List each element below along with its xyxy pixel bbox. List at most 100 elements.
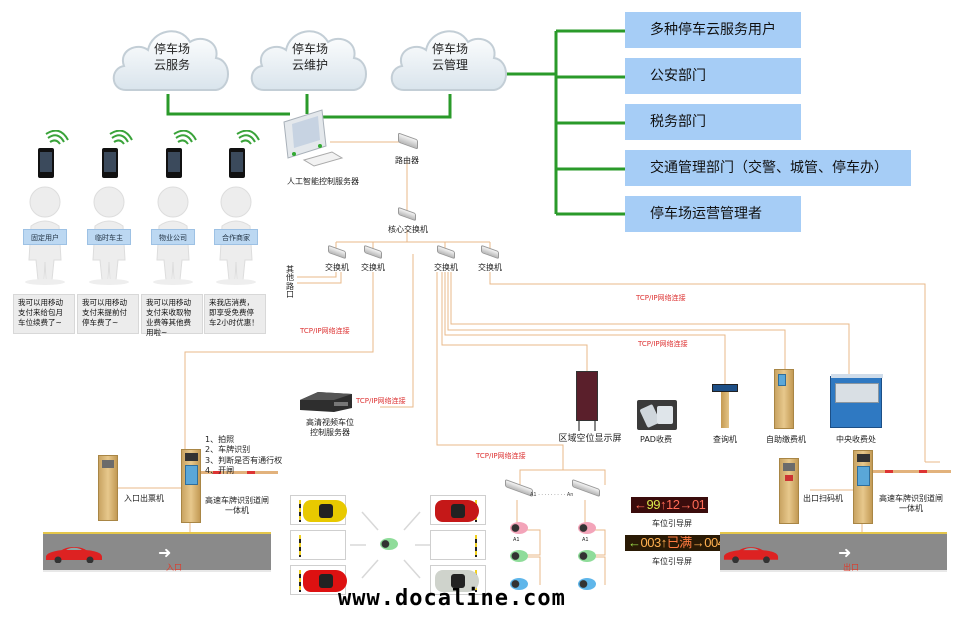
exit-scanner-machine xyxy=(779,458,799,524)
arrow-right-icon: → xyxy=(679,497,692,512)
guide-right-count: 01 xyxy=(691,497,706,512)
wifi-phone-person-icon xyxy=(25,129,69,285)
stakeholder-traffic: 交通管理部门（交警、城管、停车办） xyxy=(625,150,911,186)
self-pay-label: 自助缴费机 xyxy=(766,435,806,444)
tcp-label: TCP/IP网络连接 xyxy=(638,340,688,348)
camera-detection-lines xyxy=(350,511,430,579)
slot-sensor-pole xyxy=(299,570,301,592)
self-pay-machine xyxy=(774,369,794,429)
camera-icon xyxy=(510,550,528,562)
gate-step: 3、判断是否有通行权 xyxy=(205,455,283,465)
guide-screen-1: ←99↑12→01 xyxy=(631,497,709,513)
stakeholder-tax: 税务部门 xyxy=(625,104,801,140)
guide-screen-label: 车位引导屏 xyxy=(652,519,692,528)
arrow-right-icon: ➜ xyxy=(838,543,852,562)
tcp-label: TCP/IP网络连接 xyxy=(300,327,350,335)
other-ports-char: 口 xyxy=(286,290,294,300)
camera-label-a1: A1 xyxy=(530,492,537,498)
tcp-label: TCP/IP网络连接 xyxy=(636,294,686,302)
entry-barrier-arm xyxy=(201,471,278,474)
stakeholder-police: 公安部门 xyxy=(625,58,801,94)
wifi-phone-person-icon xyxy=(153,129,197,285)
ai-server-label: 人工智能控制服务器 xyxy=(287,177,359,186)
inquiry-kiosk xyxy=(712,384,738,430)
inquiry-label: 查询机 xyxy=(713,435,737,444)
entry-road-label: 入口 xyxy=(166,563,182,572)
gate-step: 4、开闸 xyxy=(205,466,235,476)
stakeholder-operator: 停车场运营管理者 xyxy=(625,196,801,232)
slot-sensor-pole xyxy=(299,500,301,522)
central-toll-booth xyxy=(830,374,883,428)
arrow-up-icon: ↑ xyxy=(659,497,667,512)
user-speech-bubble: 我可以用移动支付来给包月车位续费了~ xyxy=(13,294,75,334)
lpr-label-line: 高速车牌识别道闸 xyxy=(879,494,943,503)
cloud-icon xyxy=(390,30,507,91)
ai-control-server xyxy=(278,108,348,168)
user-figure: 临时车主 xyxy=(78,129,140,290)
user-figure: 固定用户 xyxy=(14,129,76,290)
guide-right-count: 004 xyxy=(704,535,725,550)
parking-slot-empty xyxy=(430,530,486,560)
user-speech-bubble: 我可以用移动支付来收取物业费等其他费用啦~ xyxy=(141,294,203,337)
entry-ticket-machine xyxy=(98,455,118,521)
lpr-label-line: 一体机 xyxy=(899,504,923,513)
guide-screen-2: ←003↑已满→004 xyxy=(625,535,728,551)
guide-screen-label: 车位引导屏 xyxy=(652,557,692,566)
slot-sensor-pole xyxy=(299,535,301,557)
parking-slot-occupied xyxy=(430,495,486,525)
other-ports-char: 路 xyxy=(286,281,294,291)
camera-icon xyxy=(578,522,596,534)
cloud-maintenance: 停车场云维护 xyxy=(246,16,374,96)
parking-slot-occupied xyxy=(290,565,347,595)
switch-label: 交换机 xyxy=(434,263,458,272)
gate-steps: 1、拍照 2、车牌识别 3、判断是否有通行权 4、开闸 xyxy=(205,435,282,477)
gate-step: 2、车牌识别 xyxy=(205,445,251,455)
watermark: www.docaline.com xyxy=(338,586,566,611)
car-top-view xyxy=(303,500,347,522)
camera-icon xyxy=(578,550,596,562)
cloud-label-line2: 云服务 xyxy=(153,57,190,72)
lpr-label-line: 一体机 xyxy=(225,506,249,515)
switch-label: 交换机 xyxy=(325,263,349,272)
exit-scanner-label: 出口扫码机 xyxy=(803,494,843,503)
guide-mid-count: 12 xyxy=(665,497,680,512)
cloud-icon xyxy=(250,30,367,91)
parking-slot-occupied xyxy=(290,495,347,525)
cloud-label-line1: 停车场 xyxy=(431,42,468,56)
user-speech-bubble: 我可以用移动支付来提前付停车费了~ xyxy=(77,294,139,334)
guide-left-count: 99 xyxy=(646,497,661,512)
arrow-left-icon: ← xyxy=(634,497,647,512)
camera-icon xyxy=(578,578,596,590)
camera-icon xyxy=(510,578,528,590)
entry-lpr-label: 高速车牌识别道闸 一体机 xyxy=(202,496,272,516)
camera-range-label: A1 · · · · · · · · · An xyxy=(530,492,573,498)
video-server-label-line: 高清视频车位 xyxy=(306,418,354,427)
user-role-sign: 合作商家 xyxy=(214,229,258,245)
user-role-sign: 物业公司 xyxy=(151,229,195,245)
user-role-sign: 临时车主 xyxy=(87,229,131,245)
other-ports-label: 其 他 路 口 xyxy=(284,265,296,300)
camera-icon xyxy=(510,522,528,534)
arrow-right-icon: ➜ xyxy=(158,543,172,562)
computer-icon xyxy=(283,109,344,167)
car-top-view xyxy=(435,570,479,592)
guide-left-count: 003 xyxy=(640,535,662,550)
cloud-service: 停车场云服务 xyxy=(108,16,236,96)
video-parking-server xyxy=(298,390,354,414)
cloud-label-line1: 停车场 xyxy=(291,42,328,56)
cloud-links xyxy=(166,29,625,216)
video-server-label-line: 控制服务器 xyxy=(310,428,350,437)
stakeholder-cloud-users: 多种停车云服务用户 xyxy=(625,12,801,48)
exit-barrier-arm xyxy=(873,470,951,473)
car-icon xyxy=(44,545,104,564)
other-ports-char: 其 xyxy=(286,265,294,274)
tcp-label: TCP/IP网络连接 xyxy=(356,397,406,405)
parking-slot-occupied xyxy=(430,565,486,595)
entry-lpr-gate xyxy=(181,449,201,523)
camera-label-an: An xyxy=(566,492,574,498)
camera-label-a1: A1 xyxy=(582,537,589,543)
guide-mid-status: 已满 xyxy=(666,535,693,550)
car-top-view xyxy=(435,500,479,522)
